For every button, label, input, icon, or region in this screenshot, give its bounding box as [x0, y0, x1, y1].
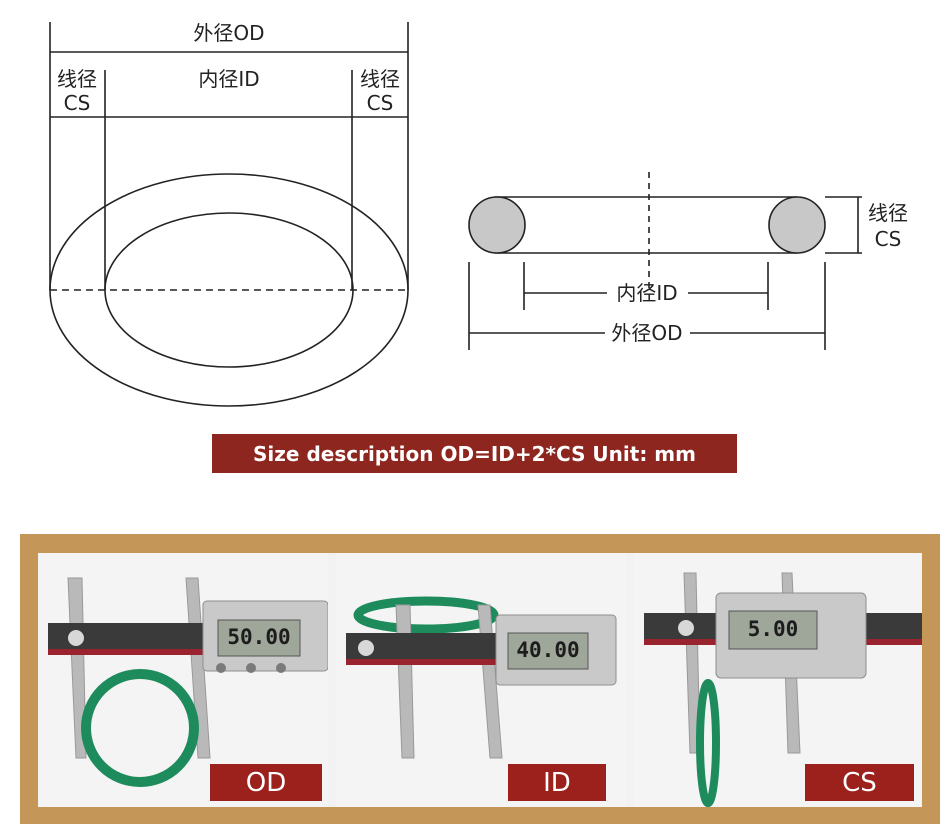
caliper-beam-red	[346, 659, 616, 665]
caliper-button	[276, 663, 286, 673]
caliper-od-illustration	[38, 553, 328, 807]
brand-logo	[358, 640, 374, 656]
od-label: 外径OD	[193, 21, 264, 45]
photo-id: 40.00 ID	[336, 553, 626, 807]
right-section-circle	[768, 196, 826, 254]
ring-cross-section	[468, 172, 862, 350]
od-readout: 50.00	[227, 625, 291, 649]
caliper-button	[216, 663, 226, 673]
section-id-label: 内径ID	[616, 281, 677, 305]
cs-left-bottom-label: CS	[64, 91, 91, 115]
lcd-screen	[507, 632, 589, 670]
section-cs-top-label: 线径	[868, 201, 908, 225]
cs-left-top-label: 线径	[57, 67, 97, 91]
id-label: 内径ID	[198, 67, 259, 91]
section-od-label: 外径OD	[611, 321, 682, 345]
left-section-circle	[468, 196, 526, 254]
brand-logo	[678, 620, 694, 636]
cs-right-bottom-label: CS	[367, 91, 394, 115]
section-cs-bottom-label: CS	[875, 227, 902, 251]
o-ring	[353, 596, 499, 634]
od-tag: OD	[210, 764, 322, 801]
cs-readout: 5.00	[747, 617, 799, 641]
caliper-button	[246, 663, 256, 673]
lcd-screen	[217, 619, 301, 657]
o-ring	[81, 669, 199, 787]
ring-top-view	[49, 22, 409, 407]
size-description-banner: Size description OD=ID+2*CS Unit: mm	[212, 434, 737, 473]
dimension-diagram: 外径OD 线径 CS 内径ID 线径 CS 线径 CS 内径ID 外径OD	[49, 21, 908, 407]
id-tag: ID	[508, 764, 606, 801]
cs-tag: CS	[805, 764, 914, 801]
caliper-photo-strip: 50.00 OD 40.00 ID	[38, 553, 922, 807]
caliper-beam-red	[48, 649, 318, 655]
lcd-screen	[728, 610, 818, 650]
id-readout: 40.00	[516, 638, 580, 662]
photo-cs: 5.00 CS	[634, 553, 922, 807]
cs-right-top-label: 线径	[360, 67, 400, 91]
brand-logo	[68, 630, 84, 646]
o-ring	[696, 679, 720, 807]
photo-od: 50.00 OD	[38, 553, 328, 807]
